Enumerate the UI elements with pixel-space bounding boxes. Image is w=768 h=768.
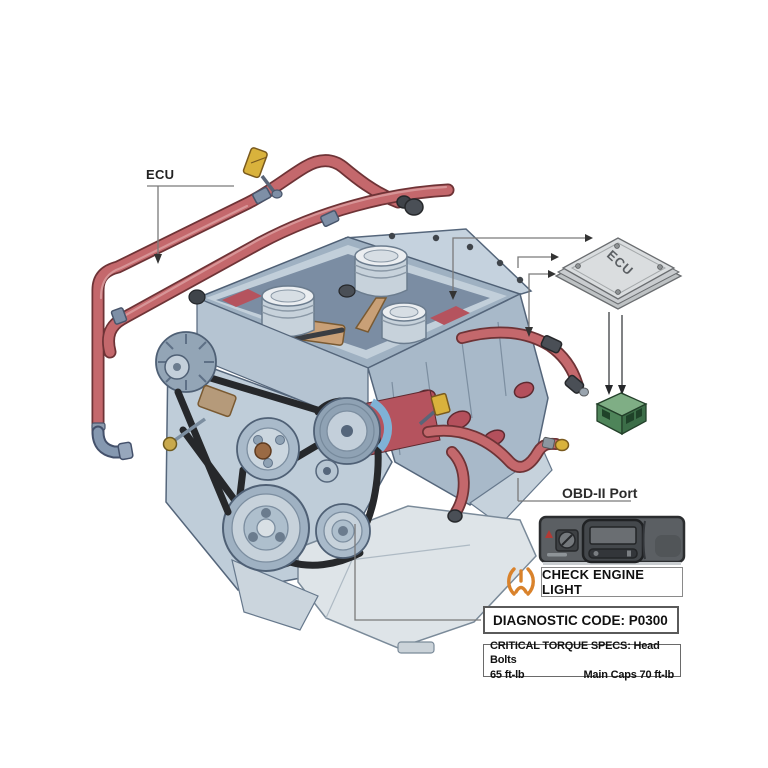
torque-values-row: 65 ft-lb Main Caps 70 ft-lb	[490, 668, 674, 682]
engine-to-ecu-lines	[449, 234, 593, 337]
hose-clamp	[91, 186, 340, 431]
misc-fittings	[162, 284, 451, 452]
serpentine-belt-front-run	[174, 388, 232, 516]
small-idler-hub	[323, 467, 331, 475]
alternator	[155, 331, 237, 418]
diagnostic-leader	[354, 524, 481, 621]
engine-illustration	[91, 147, 589, 654]
obd-port-leader	[517, 478, 631, 502]
ecu-callout-line	[147, 185, 234, 264]
accessory-pulley	[315, 503, 371, 559]
idler-pulley	[236, 417, 300, 481]
ecu-callout-label: ECU	[146, 167, 175, 182]
obd-connector-illustration	[595, 392, 648, 436]
torque-left-text: 65 ft-lb	[490, 668, 525, 681]
leader-lines	[147, 185, 631, 621]
check-engine-light-text: CHECK ENGINE LIGHT	[542, 567, 645, 597]
check-engine-light-box: CHECK ENGINE LIGHT	[541, 567, 683, 597]
ecu-module-illustration: ECU	[554, 237, 683, 310]
ecu-to-obd-lines	[605, 312, 626, 395]
pipe-elbow-fitting	[91, 425, 134, 461]
hose-end-cap	[396, 195, 424, 216]
water-pump-pulley	[313, 397, 393, 465]
engine-top-cutaway	[195, 228, 533, 369]
coolant-hoses-left	[91, 147, 455, 461]
diagnostic-code-box: DIAGNOSTIC CODE: P0300	[483, 606, 679, 634]
piston	[381, 302, 427, 345]
torque-specs-box: CRITICAL TORQUE SPECS: Head Bolts 65 ft-…	[483, 640, 681, 681]
engine-warning-icon	[507, 567, 535, 596]
warning-triangle-icon	[545, 530, 553, 538]
instrument-cluster-illustration	[538, 515, 686, 565]
torque-right-text: Main Caps 70 ft-lb	[583, 668, 674, 681]
hose-sensor	[242, 147, 283, 199]
obd-port-label: OBD-II Port	[562, 485, 638, 501]
crank-pulley	[222, 484, 310, 572]
cluster-center-module	[581, 518, 645, 564]
piston	[354, 245, 408, 333]
pistons	[261, 245, 427, 397]
diagnostic-code-text: DIAGNOSTIC CODE: P0300	[493, 612, 668, 628]
coolant-hoses-right	[422, 326, 589, 523]
cluster-gauge	[555, 529, 579, 552]
torque-title-row: CRITICAL TORQUE SPECS: Head Bolts	[490, 639, 674, 668]
torque-title-text: CRITICAL TORQUE SPECS: Head Bolts	[490, 640, 660, 667]
